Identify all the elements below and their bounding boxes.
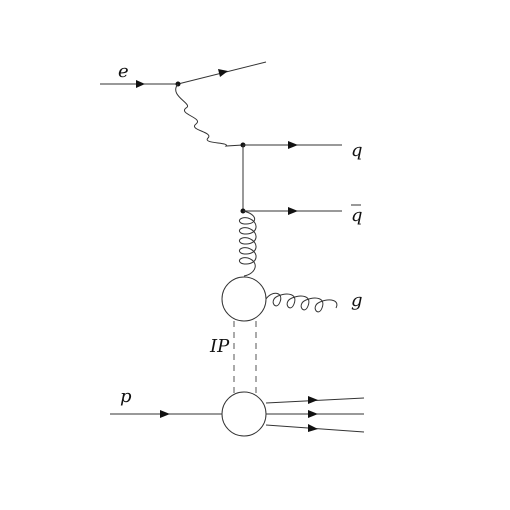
electron-label: e [118,61,129,82]
lower-blob [221,391,267,437]
gluon-label: g [351,290,363,311]
proton-label: p [120,386,132,407]
quark-arrow [288,141,298,149]
pomeron-label: IP [209,336,230,357]
remnant-arrow-2 [308,410,318,418]
remnant-arrow-1 [308,396,318,404]
antiquark-label: q [351,205,363,226]
quark-label: q [351,140,363,161]
incoming-proton-arrow [160,410,170,418]
vertical-gluon [239,210,257,277]
photon-line [175,83,244,147]
incoming-electron-arrow [136,80,145,88]
remnant-arrow-3 [308,424,318,432]
outgoing-electron-arrow [218,69,228,77]
outgoing-gluon [265,292,338,313]
upper-blob [221,276,267,322]
antiquark-arrow [288,207,298,215]
